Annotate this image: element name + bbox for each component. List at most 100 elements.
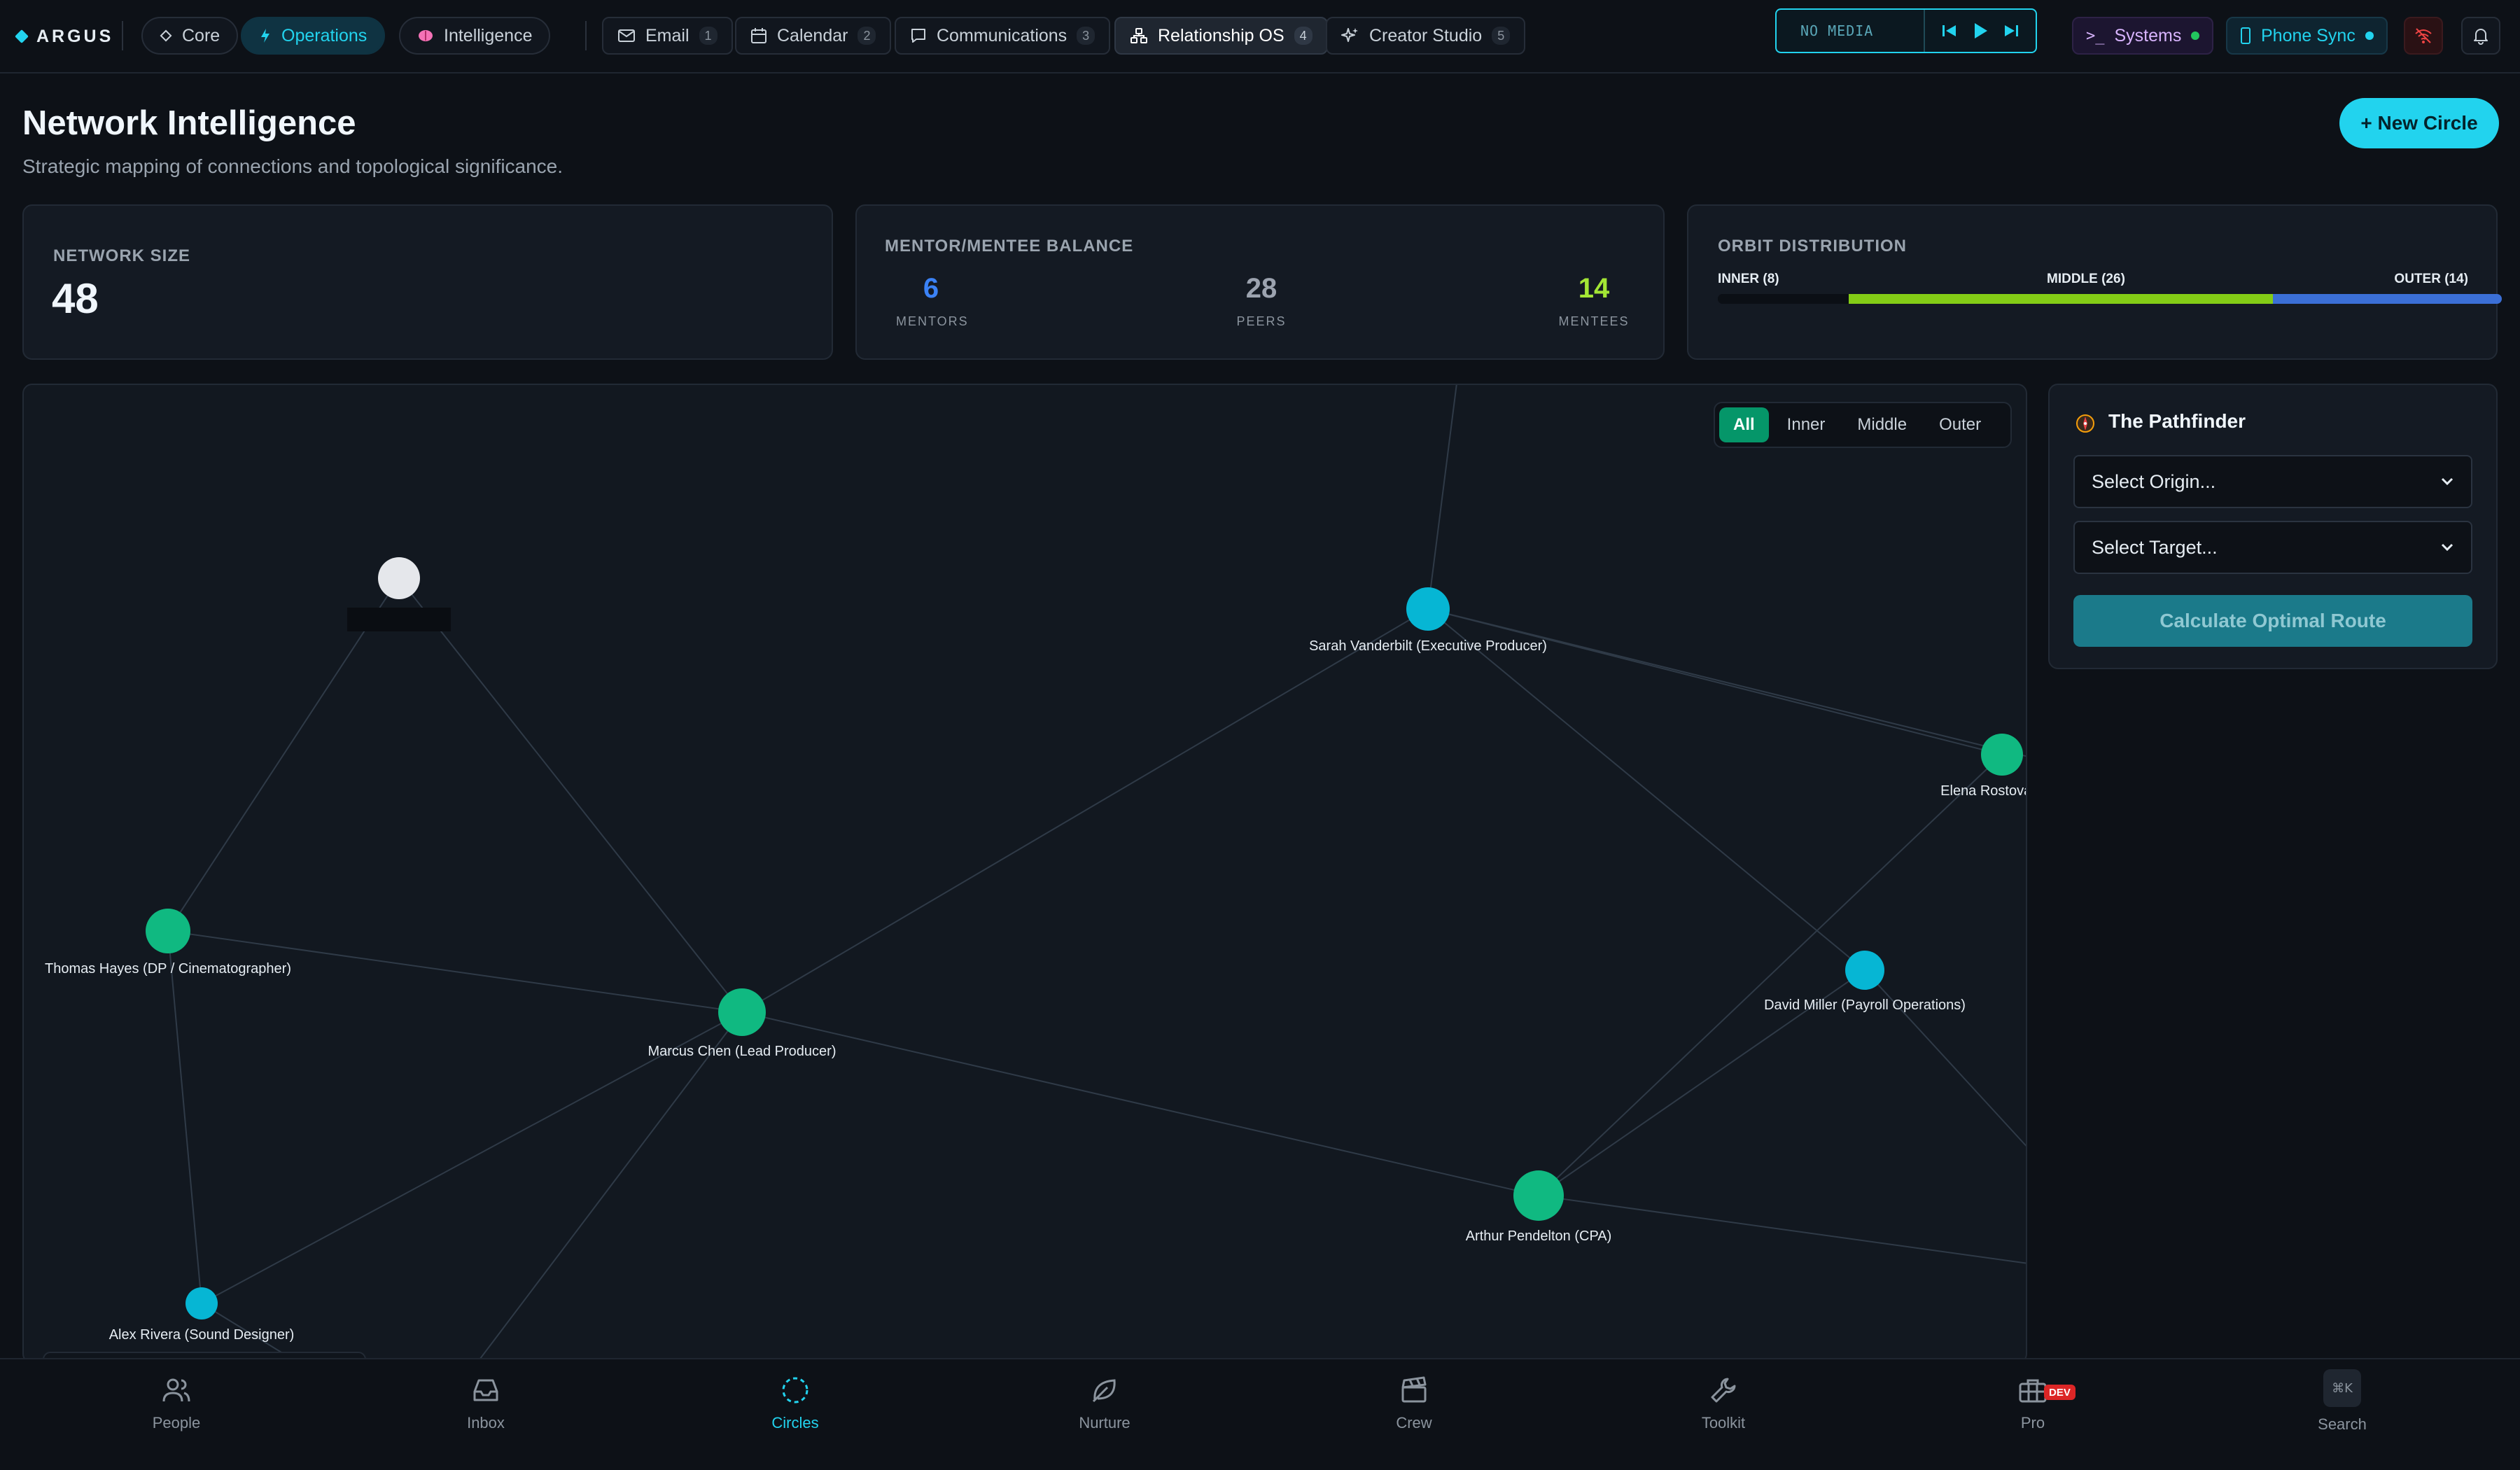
graph-canvas[interactable]: Sarah Vanderbilt (Executive Producer) Ele… [24, 385, 2027, 1364]
tab-calendar[interactable]: Calendar 2 [735, 17, 892, 55]
origin-select[interactable]: Select Origin... [2073, 455, 2472, 508]
node-label: Marcus Chen (Lead Producer) [648, 1044, 836, 1059]
node-circle[interactable] [1981, 734, 2023, 776]
new-circle-button[interactable]: + New Circle [2339, 98, 2499, 148]
page-subtitle: Strategic mapping of connections and top… [22, 155, 564, 177]
bottom-nav: People Inbox Circles Nurture Crew Toolki… [0, 1358, 2520, 1470]
card-label: MENTOR/MENTEE BALANCE [885, 237, 1134, 255]
tab-relationship-os[interactable]: Relationship OS 4 [1114, 17, 1328, 55]
network-graph[interactable]: Sarah Vanderbilt (Executive Producer) Ele… [22, 384, 2027, 1364]
tab-email[interactable]: Email 1 [602, 17, 733, 55]
node-circle[interactable] [718, 988, 766, 1036]
mentors-stat: 6 MENTORS [896, 273, 969, 329]
mode-pill-core[interactable]: Core [141, 17, 239, 55]
mode-pill-label: Core [182, 25, 220, 46]
nav-pro[interactable]: DEV Pro [1963, 1375, 2103, 1432]
graph-node-elena[interactable]: Elena Rostova (Leg [1940, 734, 2027, 799]
tab-label: Communications [937, 25, 1068, 46]
graph-node-sarah[interactable]: Sarah Vanderbilt (Executive Producer) [1309, 587, 1547, 654]
filter-all[interactable]: All [1719, 407, 1769, 442]
nav-inbox[interactable]: Inbox [416, 1375, 556, 1432]
node-circle[interactable] [378, 557, 420, 599]
compass-icon [2076, 414, 2094, 433]
systems-button[interactable]: >_ Systems [2072, 17, 2214, 55]
graph-edge [476, 1011, 743, 1362]
graph-edge [741, 1011, 1539, 1196]
calculate-route-button[interactable]: Calculate Optimal Route [2073, 595, 2472, 647]
divider [585, 21, 587, 50]
graph-edge [398, 578, 743, 1013]
peers-value: 28 [1245, 273, 1278, 304]
skip-forward-icon[interactable] [2002, 22, 2020, 39]
media-controls [1925, 22, 2036, 40]
nav-people[interactable]: People [106, 1375, 246, 1432]
graph-node-david[interactable]: David Miller (Payroll Operations) [1764, 951, 1966, 1013]
graph-edge [1538, 754, 2003, 1196]
systems-label: Systems [2114, 25, 2182, 46]
nav-label: Circles [771, 1414, 819, 1432]
card-label: ORBIT DISTRIBUTION [1718, 237, 1907, 255]
orbit-distribution-card: ORBIT DISTRIBUTION INNER (8) MIDDLE (26)… [1687, 204, 2502, 360]
tab-badge: 4 [1294, 27, 1312, 45]
mentors-label: MENTORS [896, 314, 969, 328]
graph-edge [1427, 608, 2026, 757]
node-circle[interactable] [1406, 587, 1450, 631]
wrench-icon [1711, 1378, 1736, 1403]
play-icon[interactable] [1972, 22, 1989, 40]
graph-node-you[interactable] [347, 557, 451, 631]
node-circle[interactable] [186, 1287, 218, 1320]
orbit-inner-label: INNER (8) [1718, 272, 1779, 286]
nav-label: Toolkit [1701, 1414, 1746, 1432]
graph-node-alex[interactable]: Alex Rivera (Sound Designer) [109, 1287, 295, 1343]
node-label: Thomas Hayes (DP / Cinematographer) [45, 961, 291, 976]
target-select[interactable]: Select Target... [2073, 521, 2472, 574]
mode-pill-label: Operations [281, 25, 368, 46]
notifications-button[interactable] [2461, 17, 2500, 55]
tab-badge: 3 [1077, 27, 1096, 45]
skip-back-icon[interactable] [1940, 22, 1959, 39]
nav-crew[interactable]: Crew [1344, 1375, 1484, 1432]
network-icon [1130, 28, 1147, 43]
filter-middle[interactable]: Middle [1857, 415, 1907, 434]
pathfinder-panel: The Pathfinder Select Origin... Select T… [2048, 384, 2498, 669]
command-k-icon: ⌘K [2323, 1369, 2361, 1407]
tab-communications[interactable]: Communications 3 [895, 17, 1111, 55]
chat-icon [911, 29, 925, 43]
wifi-off-button[interactable] [2404, 17, 2443, 55]
dev-badge: DEV [2044, 1385, 2076, 1400]
brain-icon [419, 30, 433, 41]
circle-dashed-icon [782, 1377, 808, 1404]
phone-sync-button[interactable]: Phone Sync [2226, 17, 2388, 55]
nav-label: Search [2318, 1415, 2367, 1433]
node-circle[interactable] [146, 909, 190, 953]
graph-edge [167, 930, 202, 1304]
graph-edge [1538, 1195, 2026, 1264]
graph-edge [1427, 385, 1457, 610]
tab-creator-studio[interactable]: Creator Studio 5 [1326, 17, 1526, 55]
mentor-balance-card: MENTOR/MENTEE BALANCE 6 MENTORS 28 PEERS… [855, 204, 1665, 360]
mode-pill-intelligence[interactable]: Intelligence [399, 17, 551, 55]
graph-node-arthur[interactable]: Arthur Pendelton (CPA) [1466, 1170, 1612, 1244]
nav-circles[interactable]: Circles [725, 1375, 865, 1432]
graph-edge [1538, 969, 1865, 1196]
nav-search[interactable]: ⌘K Search [2272, 1369, 2412, 1434]
graph-node-thomas[interactable]: Thomas Hayes (DP / Cinematographer) [45, 909, 291, 976]
graph-edge [201, 1303, 299, 1362]
peers-stat: 28 PEERS [1226, 273, 1296, 329]
graph-node-marcus[interactable]: Marcus Chen (Lead Producer) [648, 988, 836, 1059]
status-dot [2365, 31, 2374, 40]
mode-pill-label: Intelligence [444, 25, 533, 46]
leaf-icon [1092, 1379, 1116, 1403]
nav-toolkit[interactable]: Toolkit [1653, 1375, 1793, 1432]
terminal-icon: >_ [2086, 27, 2105, 45]
node-circle[interactable] [1845, 951, 1884, 990]
page-title: Network Intelligence [22, 104, 356, 142]
mode-pill-operations[interactable]: Operations [241, 17, 386, 55]
nav-nurture[interactable]: Nurture [1035, 1375, 1175, 1432]
filter-outer[interactable]: Outer [1939, 415, 1982, 434]
node-circle[interactable] [1513, 1170, 1564, 1221]
graph-edge [167, 578, 400, 932]
brand[interactable]: ARGUS [15, 24, 113, 49]
phone-icon [2241, 27, 2250, 44]
filter-inner[interactable]: Inner [1786, 415, 1826, 434]
